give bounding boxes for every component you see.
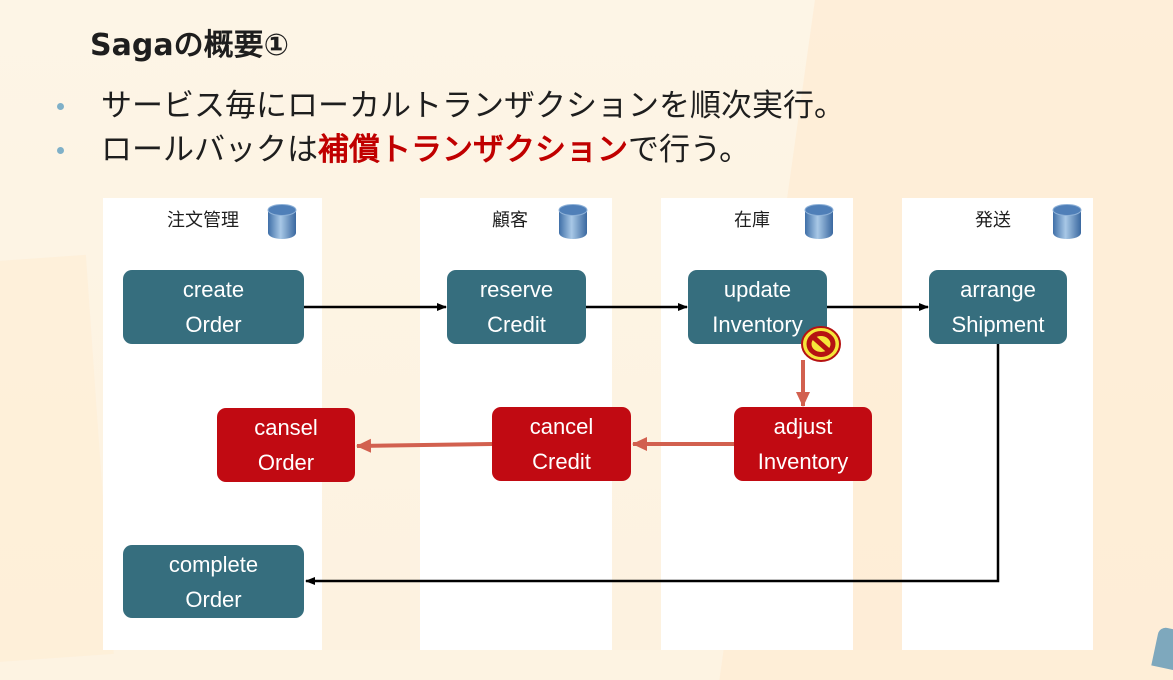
step-label-line1: cansel xyxy=(254,415,318,440)
bullet-text: ロールバックは xyxy=(101,132,318,168)
step-label-line1: complete xyxy=(168,551,259,577)
arrow-arrange-to-complete xyxy=(305,344,1000,585)
database-icon xyxy=(804,204,834,239)
lane-label: 在庫 xyxy=(734,210,770,231)
step-label-line1: create xyxy=(182,277,245,302)
bullet-list: サービス毎にローカルトランザクションを順次実行。 ロールバックは補償トランザクシ… xyxy=(55,84,845,172)
lane-label: 発送 xyxy=(975,210,1011,231)
step-arrange-shipment: arrange Shipment xyxy=(929,270,1067,344)
step-complete-order: complete Order xyxy=(123,545,304,618)
background-shape xyxy=(0,254,114,666)
slide-title: Sagaの概要① xyxy=(90,28,289,63)
step-label-line2: Credit xyxy=(487,312,546,337)
step-label-line2: Order xyxy=(185,312,242,337)
step-label-line2: Inventory xyxy=(757,449,849,474)
database-icon xyxy=(558,204,588,239)
bullet-dot-icon xyxy=(57,103,64,110)
step-label-line1: reserve xyxy=(479,277,554,302)
step-label-line2: Shipment xyxy=(951,312,1045,337)
bullet-dot-icon xyxy=(57,147,64,154)
bullet-text: で行う。 xyxy=(628,132,751,168)
step-update-inventory: update Inventory xyxy=(688,270,827,344)
bullet-text: サービス毎にローカルトランザクションを順次実行。 xyxy=(101,88,845,124)
step-cansel-order: cansel Order xyxy=(217,408,355,482)
step-cancel-credit: cancel Credit xyxy=(492,407,631,481)
step-label-line2: Order xyxy=(185,586,242,612)
step-label-line1: arrange xyxy=(960,277,1036,302)
bullet-item: サービス毎にローカルトランザクションを順次実行。 xyxy=(55,84,845,128)
lane-label: 注文管理 xyxy=(167,210,239,231)
step-reserve-credit: reserve Credit xyxy=(447,270,586,344)
prohibited-icon xyxy=(801,326,841,362)
step-label-line1: adjust xyxy=(773,414,833,439)
step-label-line2: Order xyxy=(257,450,315,475)
emphasized-term: 補償トランザクション xyxy=(318,132,628,168)
step-create-order: create Order xyxy=(123,270,304,344)
bullet-item: ロールバックは補償トランザクションで行う。 xyxy=(55,128,845,172)
step-label-line1: update xyxy=(723,277,792,302)
database-icon xyxy=(1052,204,1082,239)
database-icon xyxy=(267,204,297,239)
step-label-line1: cancel xyxy=(529,414,594,439)
step-label-line2: Inventory xyxy=(712,312,803,337)
lane-label: 顧客 xyxy=(492,210,528,231)
lane-shipping: 発送 xyxy=(902,198,1093,650)
corner-decoration xyxy=(1151,626,1173,674)
step-adjust-inventory: adjust Inventory xyxy=(734,407,872,481)
step-label-line2: Credit xyxy=(532,449,591,474)
